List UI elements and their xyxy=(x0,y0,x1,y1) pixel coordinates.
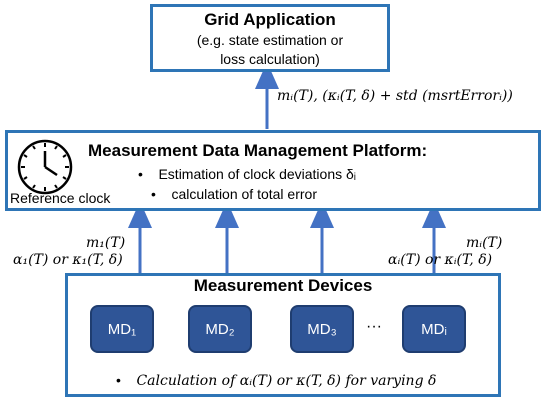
platform-box: Reference clock Measurement Data Managem… xyxy=(5,130,541,211)
left-link-label-1: m₁(T) xyxy=(86,235,126,251)
platform-bullet-2-text: calculation of total error xyxy=(171,186,317,202)
grid-application-title: Grid Application xyxy=(204,10,336,29)
platform-bullet-1: • Estimation of clock deviations δᵢ xyxy=(138,166,356,182)
right-link-label-2: αᵢ(T) or κᵢ(T, δ) xyxy=(388,252,493,268)
platform-bullet-2: • calculation of total error xyxy=(151,186,317,202)
right-link-label-1: mᵢ(T) xyxy=(466,235,503,251)
device-md2[interactable]: MD₂ xyxy=(188,305,252,353)
devices-bullet: • Calculation of αᵢ(T) or κ(T, δ) for va… xyxy=(116,372,436,389)
devices-ellipsis: ··· xyxy=(366,318,382,335)
bullet-dot: • xyxy=(138,166,159,182)
platform-title: Measurement Data Management Platform: xyxy=(88,141,428,160)
grid-application-box: Grid Application (e.g. state estimation … xyxy=(150,4,390,72)
bullet-dot: • xyxy=(116,372,137,388)
measurement-devices-title: Measurement Devices xyxy=(193,276,373,295)
grid-link-label: mᵢ(T), (κᵢ(T, δ) + std (msrtErrorᵢ)) xyxy=(277,88,513,104)
grid-application-subtitle-2: loss calculation) xyxy=(220,51,320,67)
left-link-label-2: α₁(T) or κ₁(T, δ) xyxy=(13,252,123,268)
reference-clock-icon xyxy=(17,139,73,195)
device-mdi[interactable]: MDᵢ xyxy=(402,305,466,353)
devices-bullet-text: Calculation of αᵢ(T) or κ(T, δ) for vary… xyxy=(136,373,437,389)
grid-application-subtitle-1: (e.g. state estimation or xyxy=(196,32,344,48)
reference-clock-label: Reference clock xyxy=(10,190,111,206)
device-md3[interactable]: MD₃ xyxy=(290,305,354,353)
platform-bullet-1-text: Estimation of clock deviations δᵢ xyxy=(158,166,356,182)
bullet-dot: • xyxy=(151,186,172,202)
device-md1[interactable]: MD₁ xyxy=(90,305,154,353)
